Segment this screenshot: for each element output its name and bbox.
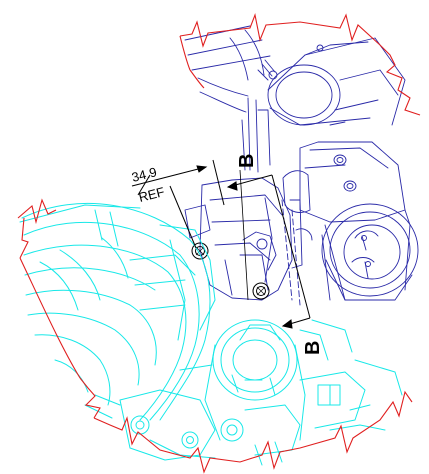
section-label-top: B: [236, 154, 258, 168]
section-cut-arrow-lower: [281, 319, 293, 329]
leader-to-bolt: [169, 185, 197, 249]
dimension-value: 34.9: [130, 164, 158, 185]
upper-assembly: [184, 25, 419, 306]
dimension-extension-line-right: [212, 159, 225, 206]
bolt-lower: [252, 282, 270, 300]
dimension-note: REF: [137, 184, 166, 205]
break-lines: [17, 13, 421, 474]
section-cut-arrow-upper: [226, 181, 238, 191]
section-label-bottom: B: [302, 341, 324, 355]
lower-assembly: [19, 202, 403, 466]
annotations: [131, 159, 311, 329]
vertical-reference-line: [239, 169, 249, 301]
dimension-extension-line-left: [137, 174, 151, 196]
dimension-arrow: [196, 165, 208, 173]
dimension-line: [131, 166, 207, 187]
section-cut-line-vertical: [271, 174, 311, 319]
